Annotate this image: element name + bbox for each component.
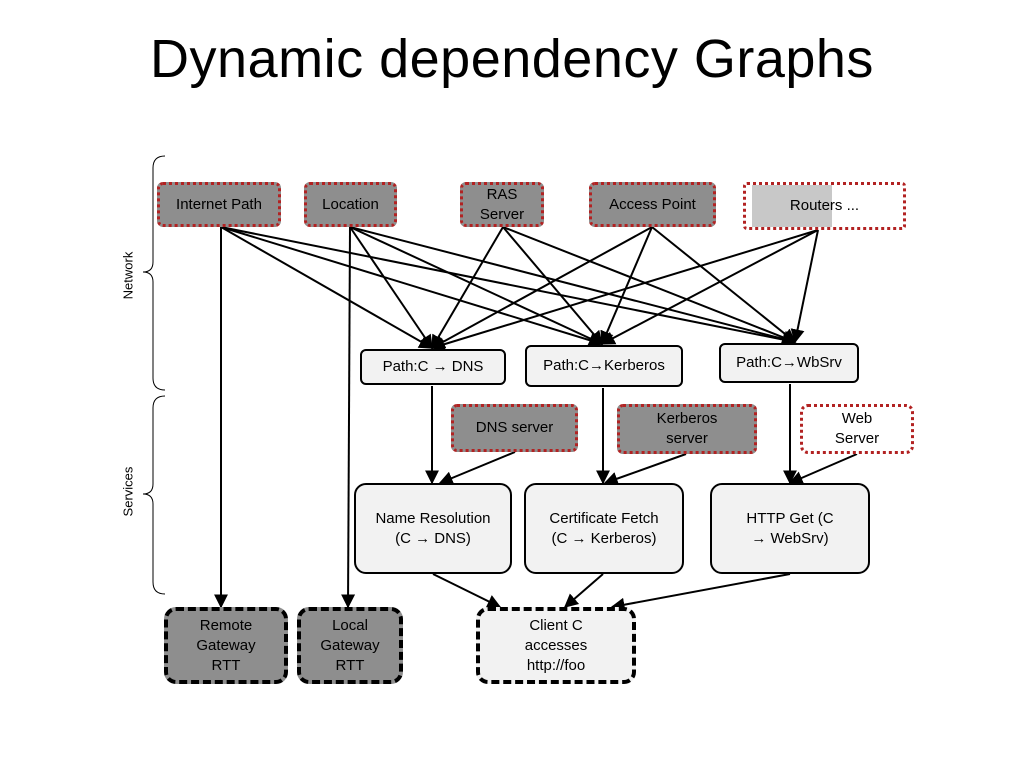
routers-label: Routers ...: [789, 197, 860, 214]
dependency-edge-14: [430, 229, 819, 352]
services-group-label: Services: [120, 466, 136, 517]
routers-fill: [752, 185, 832, 227]
dependency-edge-0: [220, 226, 434, 349]
dependency-edge-8: [431, 226, 504, 350]
dependency-edge-11: [430, 226, 653, 349]
local-gateway-rtt-label: Local Gateway RTT: [320, 616, 380, 674]
network-brace: [142, 155, 166, 391]
location-node: Location: [304, 182, 397, 227]
dependency-edge-2: [220, 226, 797, 347]
dependency-edge-12: [600, 226, 653, 346]
dependency-edge-21: [603, 453, 687, 486]
internet-path-label: Internet Path: [176, 195, 262, 213]
location-label: Location: [322, 195, 379, 213]
remote-gateway-rtt-node: Remote Gateway RTT: [164, 607, 288, 684]
path-dns-node: Path:C → DNS: [360, 349, 506, 385]
dependency-edge-23: [432, 573, 502, 608]
dependency-edge-10: [502, 226, 797, 344]
path-kerberos-label: Path:C→Kerberos: [543, 357, 665, 374]
services-brace: [142, 395, 166, 595]
certificate-fetch-label: Certificate Fetch (C → Kerberos): [549, 509, 659, 547]
access-point-label: Access Point: [609, 195, 696, 213]
dependency-edge-13: [651, 226, 797, 343]
access-point-node: Access Point: [589, 182, 716, 227]
client-c-label: Client C accesses http://foo: [524, 616, 588, 674]
internet-path-node: Internet Path: [157, 182, 281, 227]
path-dns-label: Path:C → DNS: [382, 358, 484, 375]
dependency-edge-22: [788, 453, 858, 485]
path-websrv-node: Path:C→WbSrv: [719, 343, 859, 383]
client-c-node: Client C accesses http://foo: [476, 607, 636, 684]
kerberos-server-node: Kerberos server: [617, 404, 757, 454]
dependency-edge-1: [220, 226, 604, 347]
dns-server-label: DNS server: [475, 419, 554, 436]
local-gateway-rtt-node: Local Gateway RTT: [297, 607, 403, 684]
kerberos-server-label: Kerberos server: [656, 410, 718, 447]
http-get-label: HTTP Get (C → WebSrv): [746, 509, 834, 547]
web-server-node: Web Server: [800, 404, 914, 454]
dependency-edge-6: [349, 226, 797, 346]
remote-gateway-rtt-label: Remote Gateway RTT: [196, 616, 256, 674]
dependency-edge-4: [349, 226, 433, 350]
certificate-fetch-node: Certificate Fetch (C → Kerberos): [524, 483, 684, 574]
dependency-edge-5: [349, 226, 604, 346]
name-resolution-node: Name Resolution (C → DNS): [354, 483, 512, 574]
path-kerberos-node: Path:C→Kerberos: [525, 345, 683, 387]
dependency-edge-15: [600, 229, 819, 345]
http-get-node: HTTP Get (C → WebSrv): [710, 483, 870, 574]
dependency-edge-20: [438, 451, 516, 485]
slide-title: Dynamic dependency Graphs: [150, 29, 874, 89]
dependency-edge-7: [341, 226, 356, 609]
path-websrv-label: Path:C→WbSrv: [736, 354, 842, 371]
dns-server-node: DNS server: [451, 404, 578, 452]
ras-server-node: RAS Server: [460, 182, 544, 227]
web-server-label: Web Server: [834, 410, 880, 447]
dependency-edge-25: [610, 573, 791, 612]
dependency-edge-24: [563, 573, 604, 608]
network-group-label: Network: [120, 251, 136, 300]
name-resolution-label: Name Resolution (C → DNS): [375, 509, 491, 547]
routers-node: Routers ...: [743, 182, 906, 230]
dependency-edge-9: [502, 226, 603, 346]
ras-server-label: RAS Server: [479, 185, 525, 223]
dependency-edge-16: [790, 229, 819, 344]
